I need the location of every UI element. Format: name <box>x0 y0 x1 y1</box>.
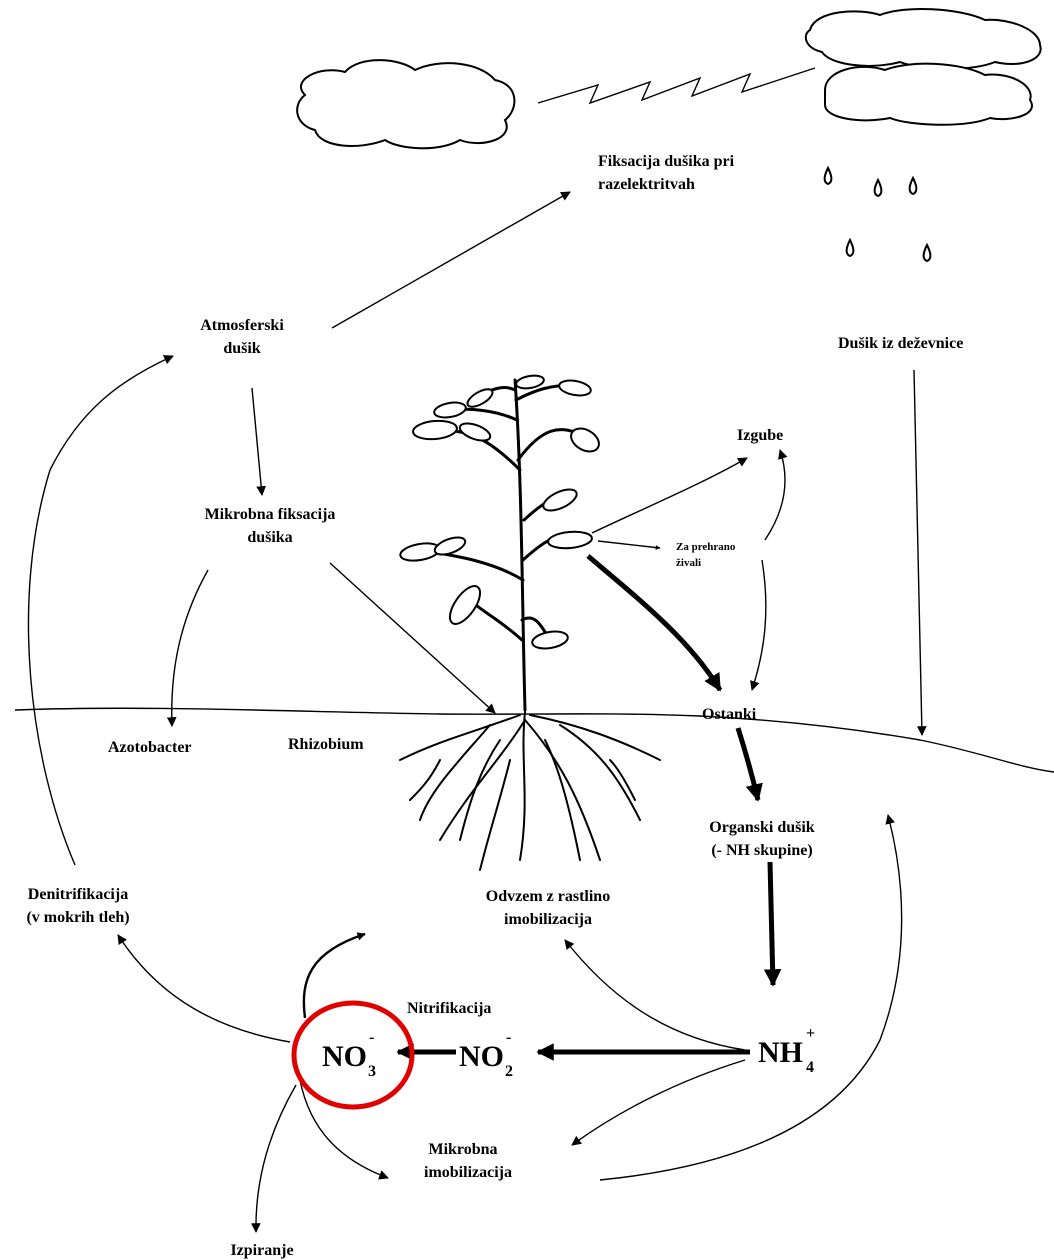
label-rain-nitrogen: Dušik iz deževnice <box>838 335 963 352</box>
label-denitrification: Denitrifikacija <box>28 886 128 903</box>
label-lightning-fixation: Fiksacija dušika pri <box>598 153 735 170</box>
species-nh4: NH 4 + <box>758 1025 815 1076</box>
svg-text:NO: NO <box>459 1040 504 1073</box>
svg-text:-: - <box>369 1029 374 1046</box>
species-no3: NO 3 - <box>322 1029 376 1080</box>
label-lightning-fixation-2: razelektritvah <box>598 176 695 193</box>
label-atmospheric-2: dušik <box>223 340 260 357</box>
cloud-top-right <box>806 9 1041 69</box>
species-no2: NO 2 - <box>459 1029 513 1080</box>
label-microbial-immobilization-2: imobilizacija <box>424 1164 512 1181</box>
svg-text:+: + <box>806 1025 815 1042</box>
label-denitrification-2: (v mokrih tleh) <box>26 909 129 926</box>
plant <box>399 374 603 710</box>
svg-text:-: - <box>506 1029 511 1046</box>
svg-text:NO: NO <box>322 1040 367 1073</box>
svg-text:NH: NH <box>758 1036 803 1069</box>
svg-text:2: 2 <box>505 1063 513 1080</box>
label-nitrification: Nitrifikacija <box>407 1000 491 1017</box>
thin-arrows <box>28 192 922 1232</box>
label-residues: Ostanki <box>702 706 757 723</box>
cloud-right <box>825 64 1032 125</box>
label-leaching: Izpiranje <box>230 1242 293 1259</box>
cloud-left <box>297 60 514 148</box>
label-rhizobium: Rhizobium <box>288 736 364 753</box>
label-losses: Izgube <box>737 427 783 444</box>
svg-text:4: 4 <box>806 1059 814 1076</box>
label-plant-uptake-2: imobilizacija <box>504 911 592 928</box>
label-microbial-fixation-2: dušika <box>247 529 292 546</box>
rain-drops <box>825 168 931 261</box>
label-animal-food: Za prehrano <box>676 541 736 553</box>
plant-roots <box>400 712 660 870</box>
label-atmospheric: Atmosferski <box>200 317 284 334</box>
lightning-bolt <box>538 68 815 103</box>
label-plant-uptake: Odvzem z rastlino <box>486 888 610 905</box>
label-animal-food-2: živali <box>676 557 701 569</box>
label-organic-nitrogen: Organski dušik <box>709 819 814 836</box>
label-microbial-fixation: Mikrobna fiksacija <box>205 506 336 523</box>
svg-text:3: 3 <box>368 1063 376 1080</box>
label-microbial-immobilization: Mikrobna <box>428 1141 497 1158</box>
thick-arrows <box>304 556 773 1052</box>
label-azotobacter: Azotobacter <box>108 739 192 756</box>
label-organic-nitrogen-2: (- NH skupine) <box>711 842 812 859</box>
